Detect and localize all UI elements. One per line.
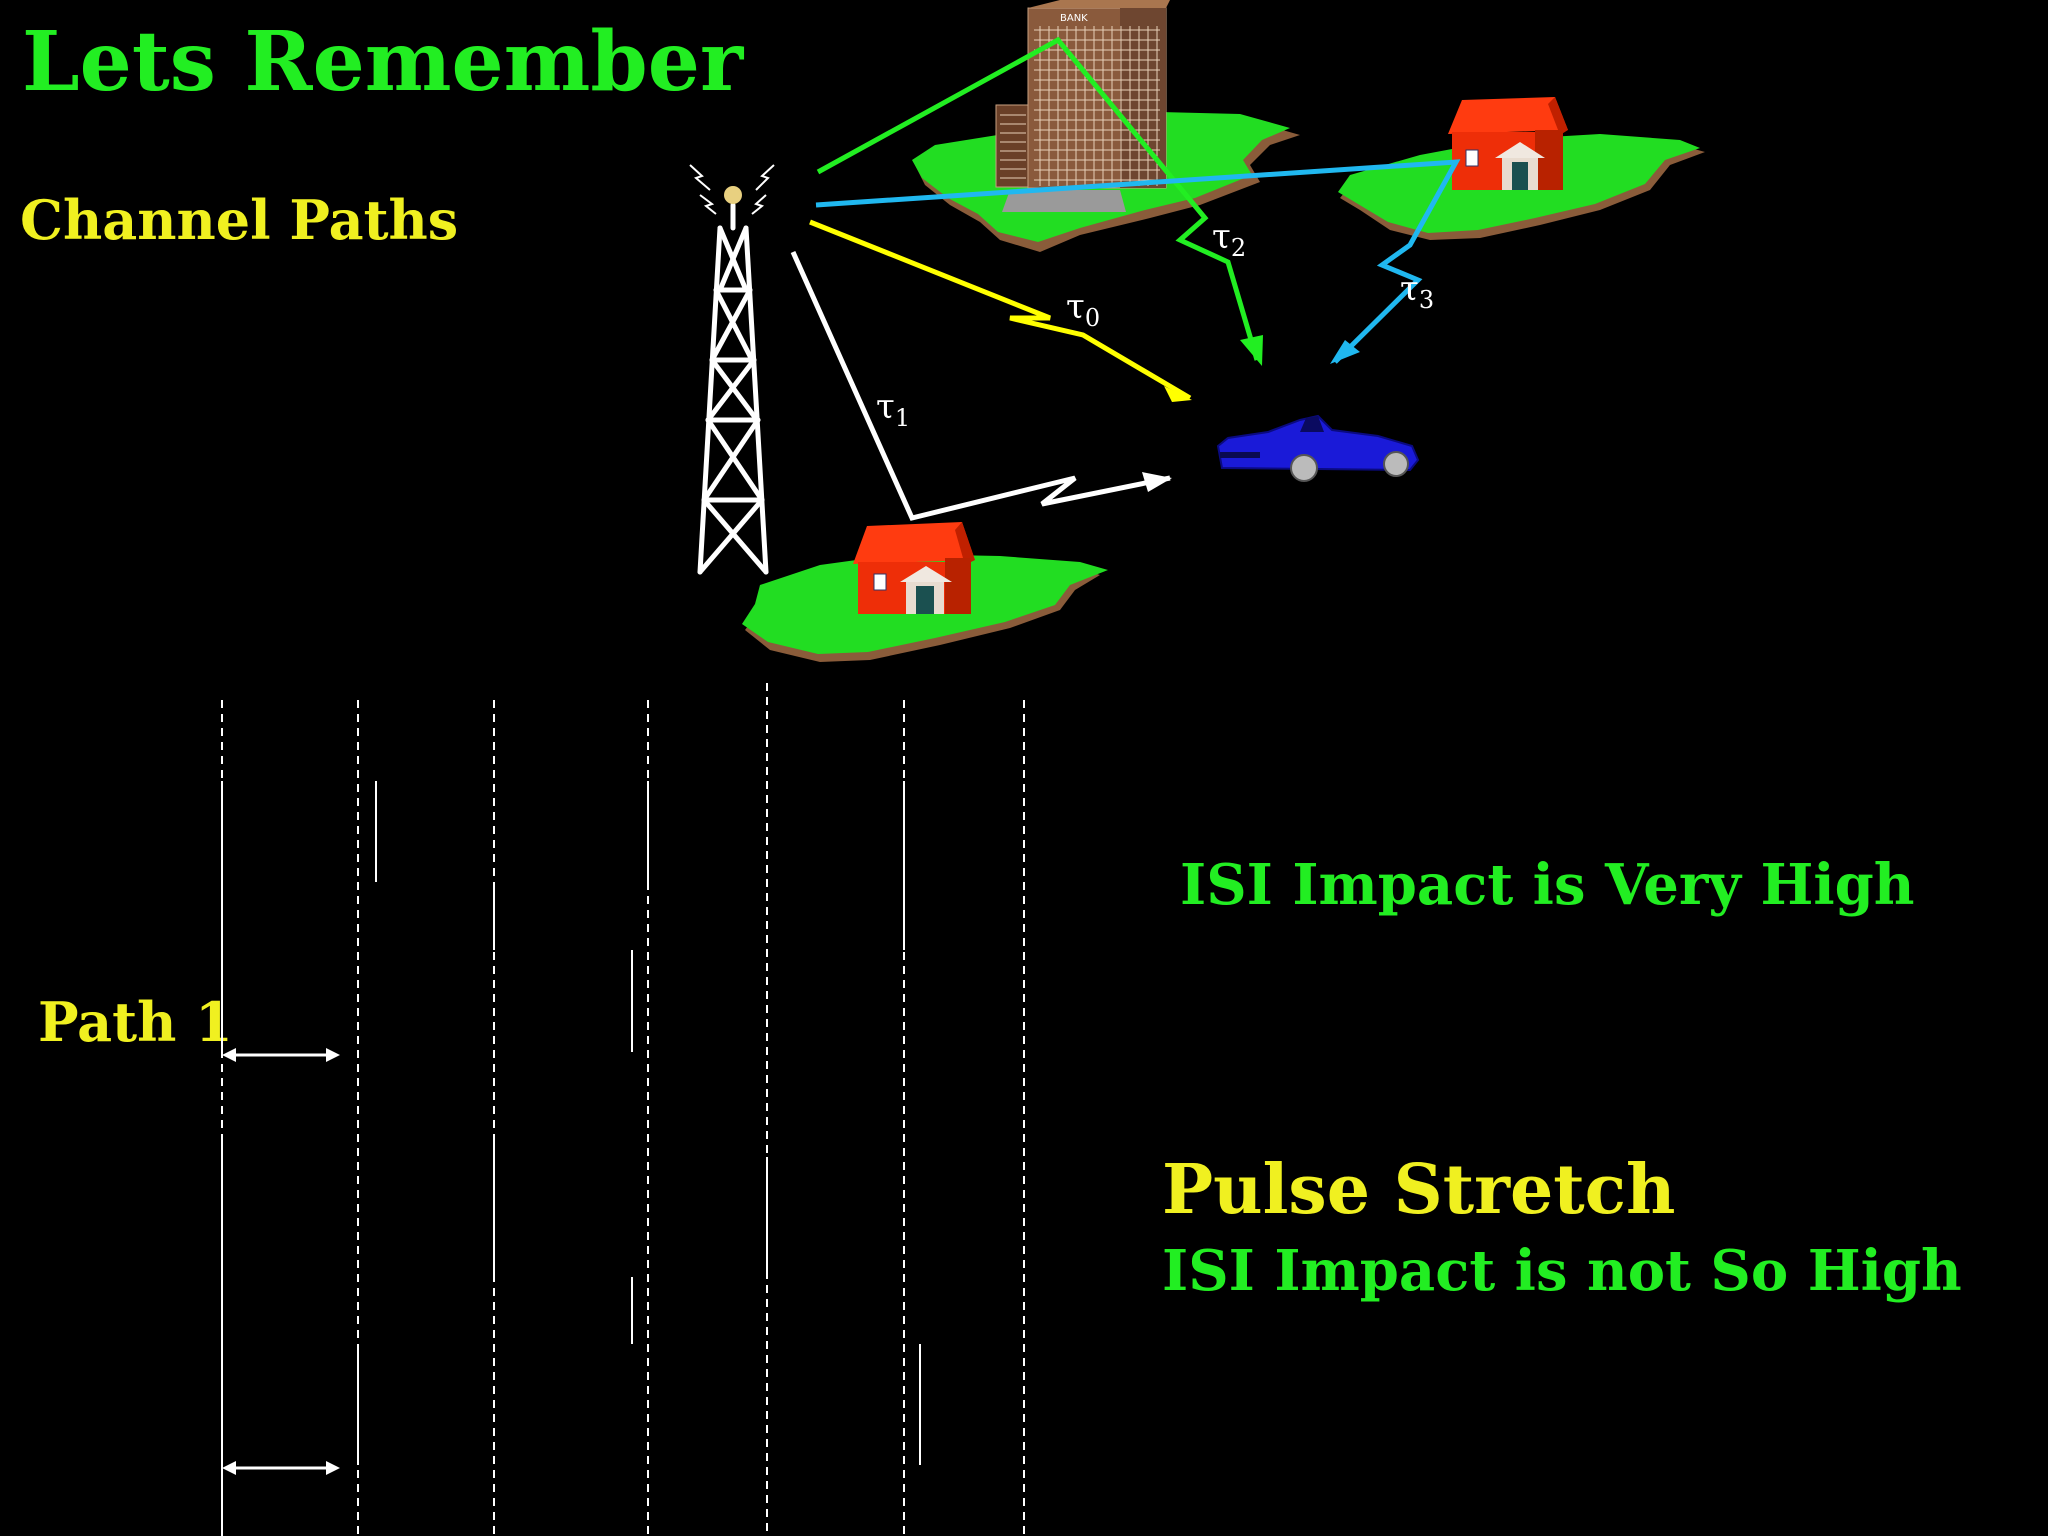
- bank-sign-text: BANK: [1060, 13, 1088, 24]
- path-tau1-ray: [790, 250, 1172, 521]
- slide-subtitle: Channel Paths: [20, 188, 459, 252]
- house-bottom: [853, 522, 975, 614]
- path-tau2-ray: [816, 36, 1263, 366]
- slide-title: Lets Remember: [22, 14, 744, 110]
- tau-2-label: τ2: [1212, 217, 1246, 262]
- timing-diagram: [214, 683, 1200, 1536]
- isi-impact-high-text: ISI Impact is Very High: [1180, 852, 1915, 918]
- antenna-tip: [724, 186, 742, 204]
- path-tau0-ray: [809, 219, 1192, 402]
- path-tau3-ray: [815, 159, 1461, 364]
- tau-3-label: τ3: [1400, 269, 1434, 314]
- pulse-stretch-heading: Pulse Stretch: [1162, 1150, 1676, 1230]
- car-icon: [1216, 414, 1420, 482]
- signal-wave-icon: [689, 164, 775, 215]
- symbol-period-arrow: [222, 1048, 340, 1062]
- bank-building: BANK: [995, 0, 1170, 212]
- antenna-tower: [697, 202, 769, 575]
- tau-0-label: τ0: [1066, 287, 1100, 332]
- path-1-label: Path 1: [38, 990, 233, 1054]
- house-right: [1448, 97, 1568, 190]
- tau-1-label: τ1: [876, 387, 910, 432]
- isi-impact-low-text: ISI Impact is not So High: [1162, 1238, 1962, 1304]
- symbol-period-arrow: [222, 1461, 340, 1475]
